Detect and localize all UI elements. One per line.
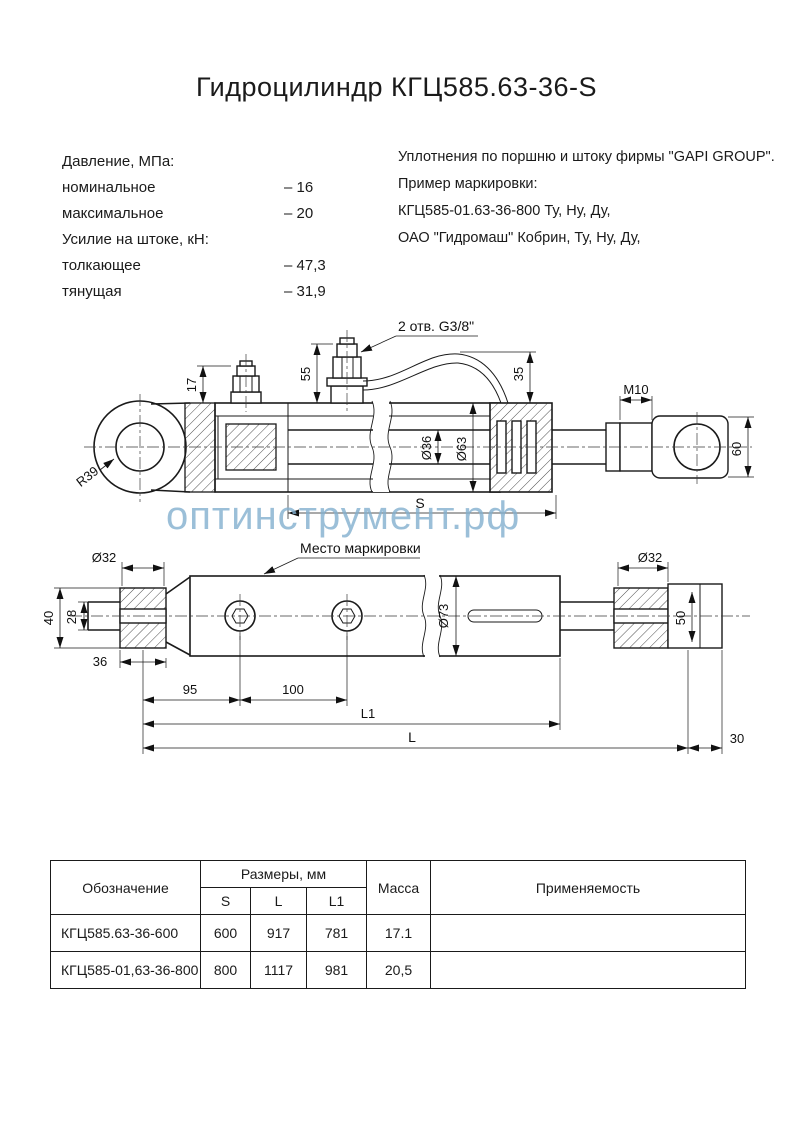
watermark-text: оптинструмент.рф <box>166 494 521 538</box>
col-designation: Обозначение <box>50 860 201 915</box>
head-section-hatch <box>184 402 216 493</box>
pull-label: тянущая <box>62 282 122 300</box>
dim-60-label: 60 <box>729 442 744 456</box>
nominal-label: номинальное <box>62 178 156 196</box>
cell-mass: 20,5 <box>366 951 432 989</box>
dim-s-label: S <box>415 495 424 511</box>
cell-l: 917 <box>250 914 307 952</box>
cell-designation: КГЦ585-01,63-36-800 <box>50 951 201 989</box>
dia-32-left-label: Ø32 <box>92 550 117 565</box>
size-table-wrap: Обозначение Размеры, мм Масса Применяемо… <box>50 860 747 989</box>
dia-32-right-label: Ø32 <box>638 550 663 565</box>
dim-35-label: 35 <box>511 367 526 381</box>
dim-30-label: 30 <box>730 731 744 746</box>
cell-l1: 781 <box>305 914 368 952</box>
cell-l1: 981 <box>305 951 368 989</box>
cell-s: 800 <box>200 951 251 989</box>
col-application: Применяемость <box>430 860 747 915</box>
col-s: S <box>200 887 251 915</box>
dim-40-label: 40 <box>41 611 56 625</box>
force-header: Усилие на штоке, кН: <box>62 230 209 248</box>
col-l1: L1 <box>305 887 368 915</box>
dim-17-label: 17 <box>184 378 199 392</box>
top-view-drawing: 17 55 35 2 отв. G3/8" M10 60 Ø36 Ø63 <box>73 318 754 519</box>
cell-l: 1117 <box>250 951 307 989</box>
dia-73-label: Ø73 <box>436 604 451 629</box>
note-line-1: Уплотнения по поршню и штоку фирмы "GAPI… <box>398 149 775 165</box>
dim-95-label: 95 <box>183 682 197 697</box>
col-mass: Масса <box>366 860 432 915</box>
note-line-2: Пример маркировки: <box>398 176 538 192</box>
pressure-header: Давление, МПа: <box>62 152 175 170</box>
cell-application <box>430 914 747 952</box>
size-table: Обозначение Размеры, мм Масса Применяемо… <box>50 860 747 989</box>
dim-100-label: 100 <box>282 682 304 697</box>
cell-s: 600 <box>200 914 251 952</box>
radius-r39-label: R39 <box>73 463 101 490</box>
col-sizes: Размеры, мм <box>199 860 368 888</box>
pull-value: – 31,9 <box>284 282 326 300</box>
dim-36-label: 36 <box>93 654 107 669</box>
nominal-value: – 16 <box>284 178 314 196</box>
dim-55-label: 55 <box>298 367 313 381</box>
dia-36-label: Ø36 <box>419 436 434 461</box>
dim-28-label: 28 <box>64 610 79 624</box>
dim-l1-label: L1 <box>361 706 375 721</box>
bottom-view-drawing: Место маркировки Ø73 Ø32 40 28 <box>41 540 750 754</box>
table-row: КГЦ585.63-36-600 600 917 781 17.1 <box>50 914 747 952</box>
max-label: максимальное <box>62 204 164 222</box>
cell-designation: КГЦ585.63-36-600 <box>50 914 201 952</box>
marking-note-label: Место маркировки <box>300 540 421 556</box>
note-line-3: КГЦ585-01.63-36-800 Ту, Ну, Ду, <box>398 203 611 219</box>
page-title: Гидроцилиндр КГЦ585.63-36-S <box>196 72 597 102</box>
cell-mass: 17.1 <box>366 914 432 952</box>
cell-application <box>430 951 747 989</box>
ports-note-label: 2 отв. G3/8" <box>398 318 474 334</box>
hydraulic-pipe <box>362 353 509 404</box>
specs-block: Давление, МПа: номинальное – 16 максимал… <box>62 148 382 304</box>
max-value: – 20 <box>284 204 314 222</box>
dia-63-label: Ø63 <box>454 437 469 462</box>
col-l: L <box>250 887 307 915</box>
push-label: толкающее <box>62 256 141 274</box>
note-line-4: ОАО "Гидромаш" Кобрин, Ту, Ну, Ду, <box>398 230 641 246</box>
dim-l-label: L <box>408 729 416 745</box>
dim-50-label: 50 <box>673 611 688 625</box>
notes-block: Уплотнения по поршню и штоку фирмы "GAPI… <box>398 149 778 257</box>
thread-m10-label: M10 <box>623 382 648 397</box>
table-row: КГЦ585-01,63-36-800 800 1117 981 20,5 <box>50 951 747 989</box>
push-value: – 47,3 <box>284 256 326 274</box>
